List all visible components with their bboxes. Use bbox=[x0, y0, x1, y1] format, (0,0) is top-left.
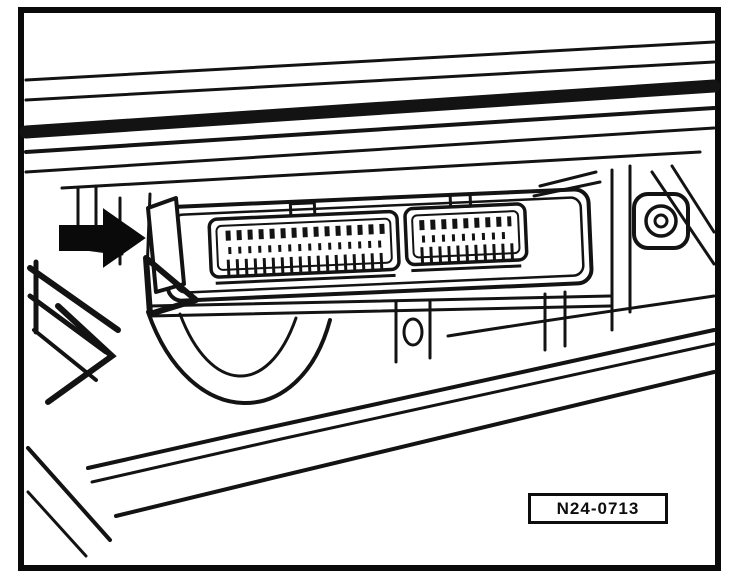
part-label: N24-0713 bbox=[556, 498, 640, 518]
bolt-icon bbox=[632, 192, 690, 250]
dash-panel-band bbox=[26, 328, 716, 558]
cowl-panel-lines bbox=[19, 40, 721, 190]
part-label-box: N24-0713 bbox=[528, 493, 668, 524]
pointer-arrow-icon bbox=[59, 208, 146, 268]
connector-left bbox=[207, 209, 401, 285]
lower-support bbox=[146, 290, 716, 405]
left-trim-flap bbox=[27, 259, 121, 405]
connector-right bbox=[403, 202, 529, 273]
control-module bbox=[162, 187, 594, 303]
right-bracket bbox=[532, 164, 716, 332]
